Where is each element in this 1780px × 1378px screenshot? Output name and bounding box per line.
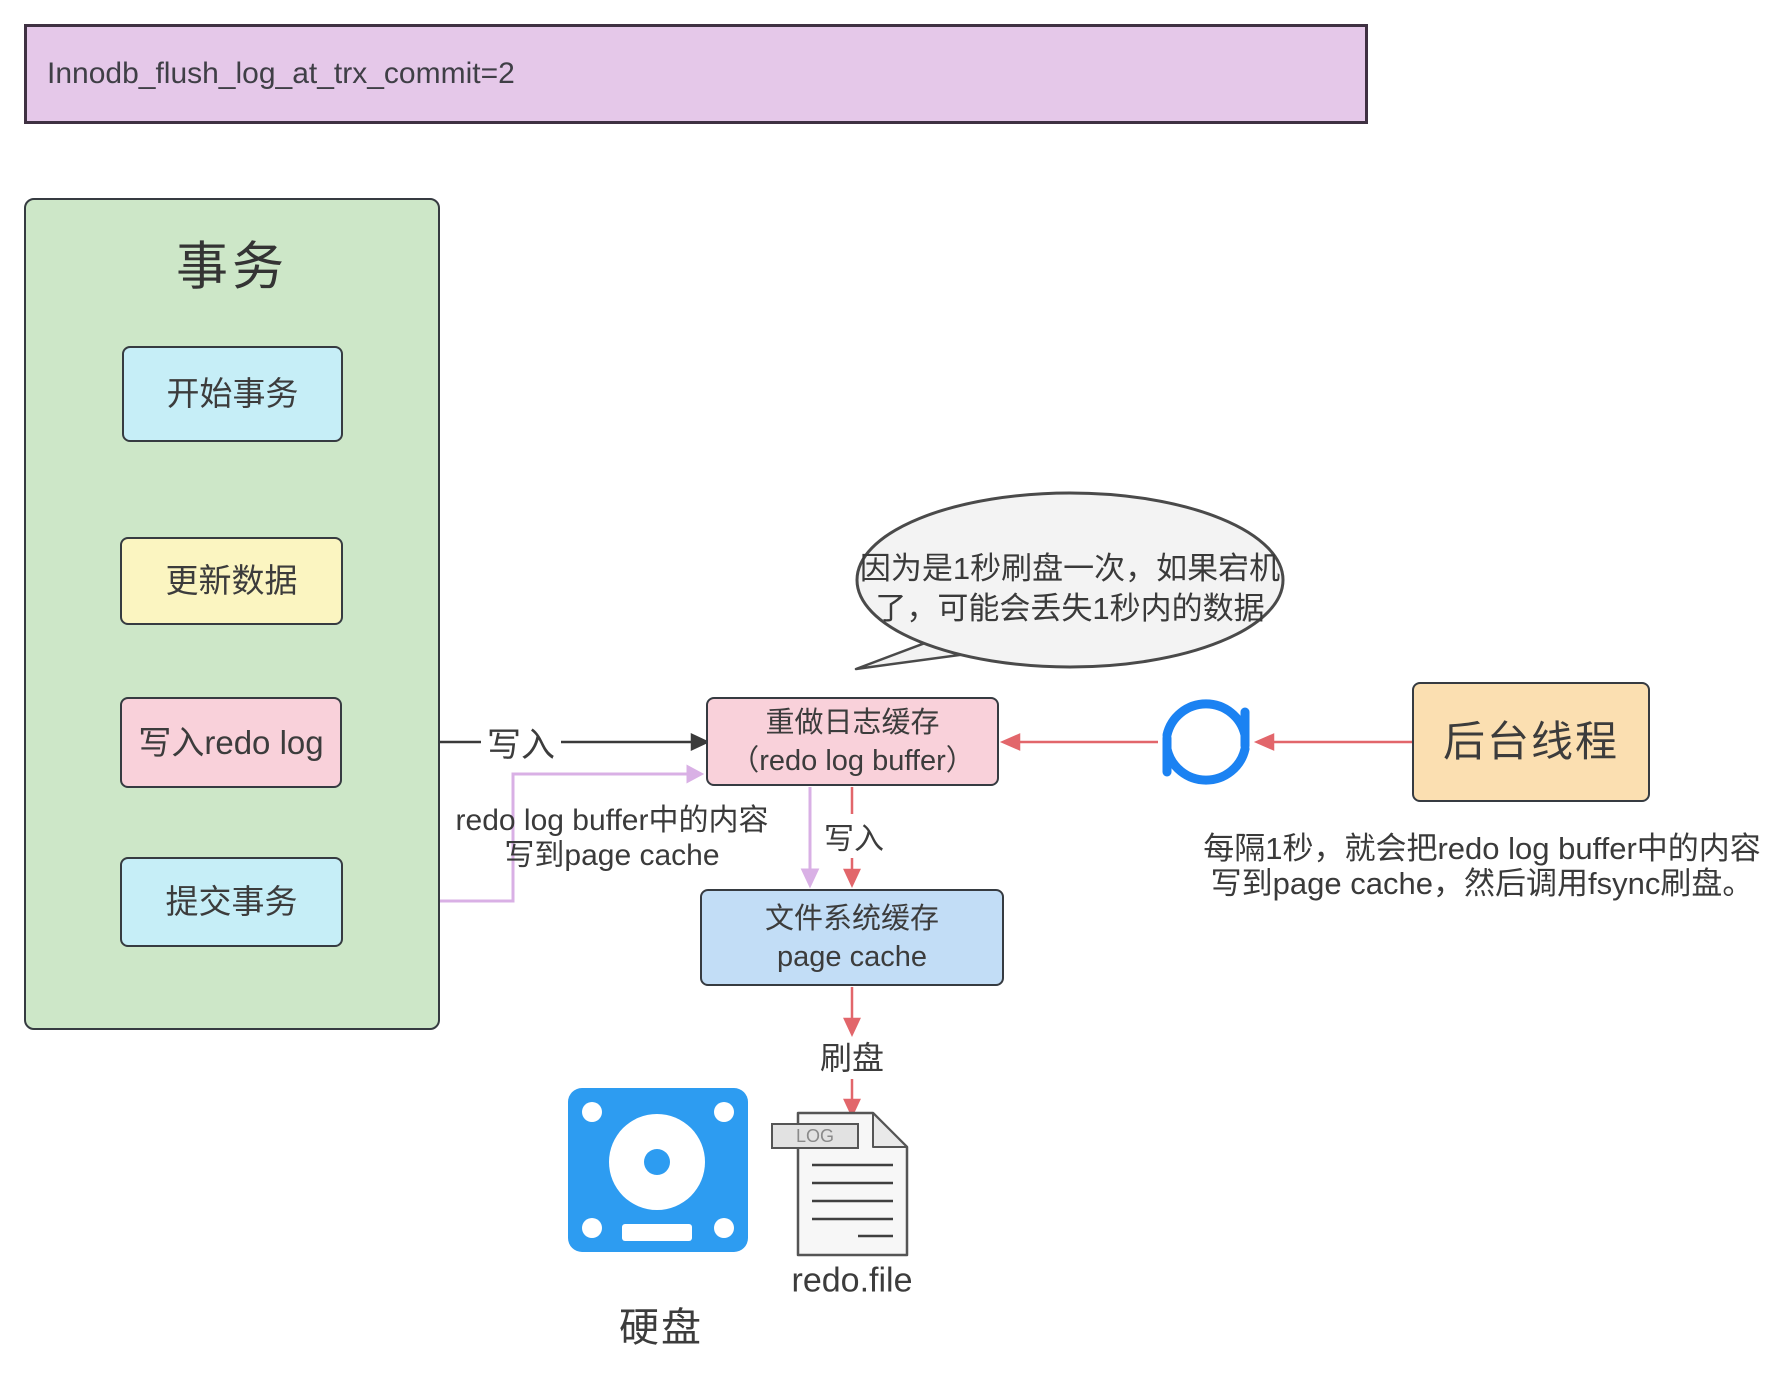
speech-bubble-text: 因为是1秒刷盘一次，如果宕机 了，可能会丢失1秒内的数据 <box>860 549 1280 629</box>
commit-path-note-line1: redo log buffer中的内容 <box>455 804 769 837</box>
page-cache-line2: page cache <box>777 940 927 973</box>
redo-log-buffer-box: 重做日志缓存 （redo log buffer） <box>706 697 999 786</box>
step-box-update-data: 更新数据 <box>120 537 343 625</box>
commit-path-note: redo log buffer中的内容 写到page cache <box>456 803 769 873</box>
red-arrows <box>843 733 1412 1118</box>
flush-disk-label: 刷盘 <box>819 1040 885 1076</box>
disk-screw <box>582 1102 602 1122</box>
step-box-begin-transaction: 开始事务 <box>122 346 343 442</box>
hard-disk-icon <box>568 1088 748 1252</box>
arrowhead <box>1253 733 1275 751</box>
log-file-text-lines <box>812 1163 893 1238</box>
arrowhead <box>800 868 820 889</box>
commit-path-note-line2: 写到page cache <box>504 839 720 872</box>
speech-bubble-line2: 了，可能会丢失1秒内的数据 <box>875 591 1265 626</box>
disk-spindle <box>644 1149 670 1175</box>
sync-icon <box>1162 699 1250 785</box>
page-cache-line1: 文件系统缓存 <box>764 902 939 935</box>
step-box-commit-transaction: 提交事务 <box>120 857 343 947</box>
background-thread-note-line2: 写到page cache，然后调用fsync刷盘。 <box>1210 866 1754 901</box>
speech-bubble-ellipse <box>855 491 1285 669</box>
arrowhead <box>690 733 710 751</box>
disk-slot <box>622 1224 692 1241</box>
write-label-red-arrow: 写入 <box>818 814 890 858</box>
redo-log-buffer-line1: 重做日志缓存 <box>765 706 940 739</box>
sync-icon-top-arc <box>1162 699 1250 740</box>
background-thread-note: 每隔1秒，就会把redo log buffer中的内容 写到page cache… <box>1203 831 1761 901</box>
speech-bubble <box>854 491 1285 671</box>
disk-screw <box>714 1218 734 1238</box>
log-file-icon: LOG <box>771 1111 909 1257</box>
arrowhead <box>843 868 861 888</box>
log-file-fold <box>872 1112 908 1148</box>
redo-file-label: redo.file <box>791 1261 913 1300</box>
speech-bubble-line1: 因为是1秒刷盘一次，如果宕机 <box>859 551 1281 586</box>
log-file-badge-label: LOG <box>796 1126 834 1146</box>
disk-screw <box>714 1102 734 1122</box>
page-cache-box: 文件系统缓存 page cache <box>700 889 1004 986</box>
disk-screw <box>582 1218 602 1238</box>
step-box-write-redo-log: 写入redo log <box>120 697 342 788</box>
title-banner: Innodb_flush_log_at_trx_commit=2 <box>24 24 1368 124</box>
arrowhead <box>843 1017 861 1037</box>
redo-log-buffer-line2: （redo log buffer） <box>730 744 975 777</box>
write-label-black-arrow: 写入 <box>481 717 561 767</box>
log-file-badge <box>771 1123 859 1149</box>
sync-icon-bottom-arc <box>1162 744 1250 785</box>
arrowhead <box>686 764 705 784</box>
arrowhead <box>999 733 1021 751</box>
transaction-panel-title: 事务 <box>175 238 289 297</box>
background-thread-note-line1: 每隔1秒，就会把redo log buffer中的内容 <box>1203 831 1761 866</box>
title-banner-text: Innodb_flush_log_at_trx_commit=2 <box>47 57 515 90</box>
arrowhead <box>843 1098 861 1118</box>
hard-disk-label: 硬盘 <box>619 1306 703 1350</box>
background-thread-box: 后台线程 <box>1412 682 1650 802</box>
